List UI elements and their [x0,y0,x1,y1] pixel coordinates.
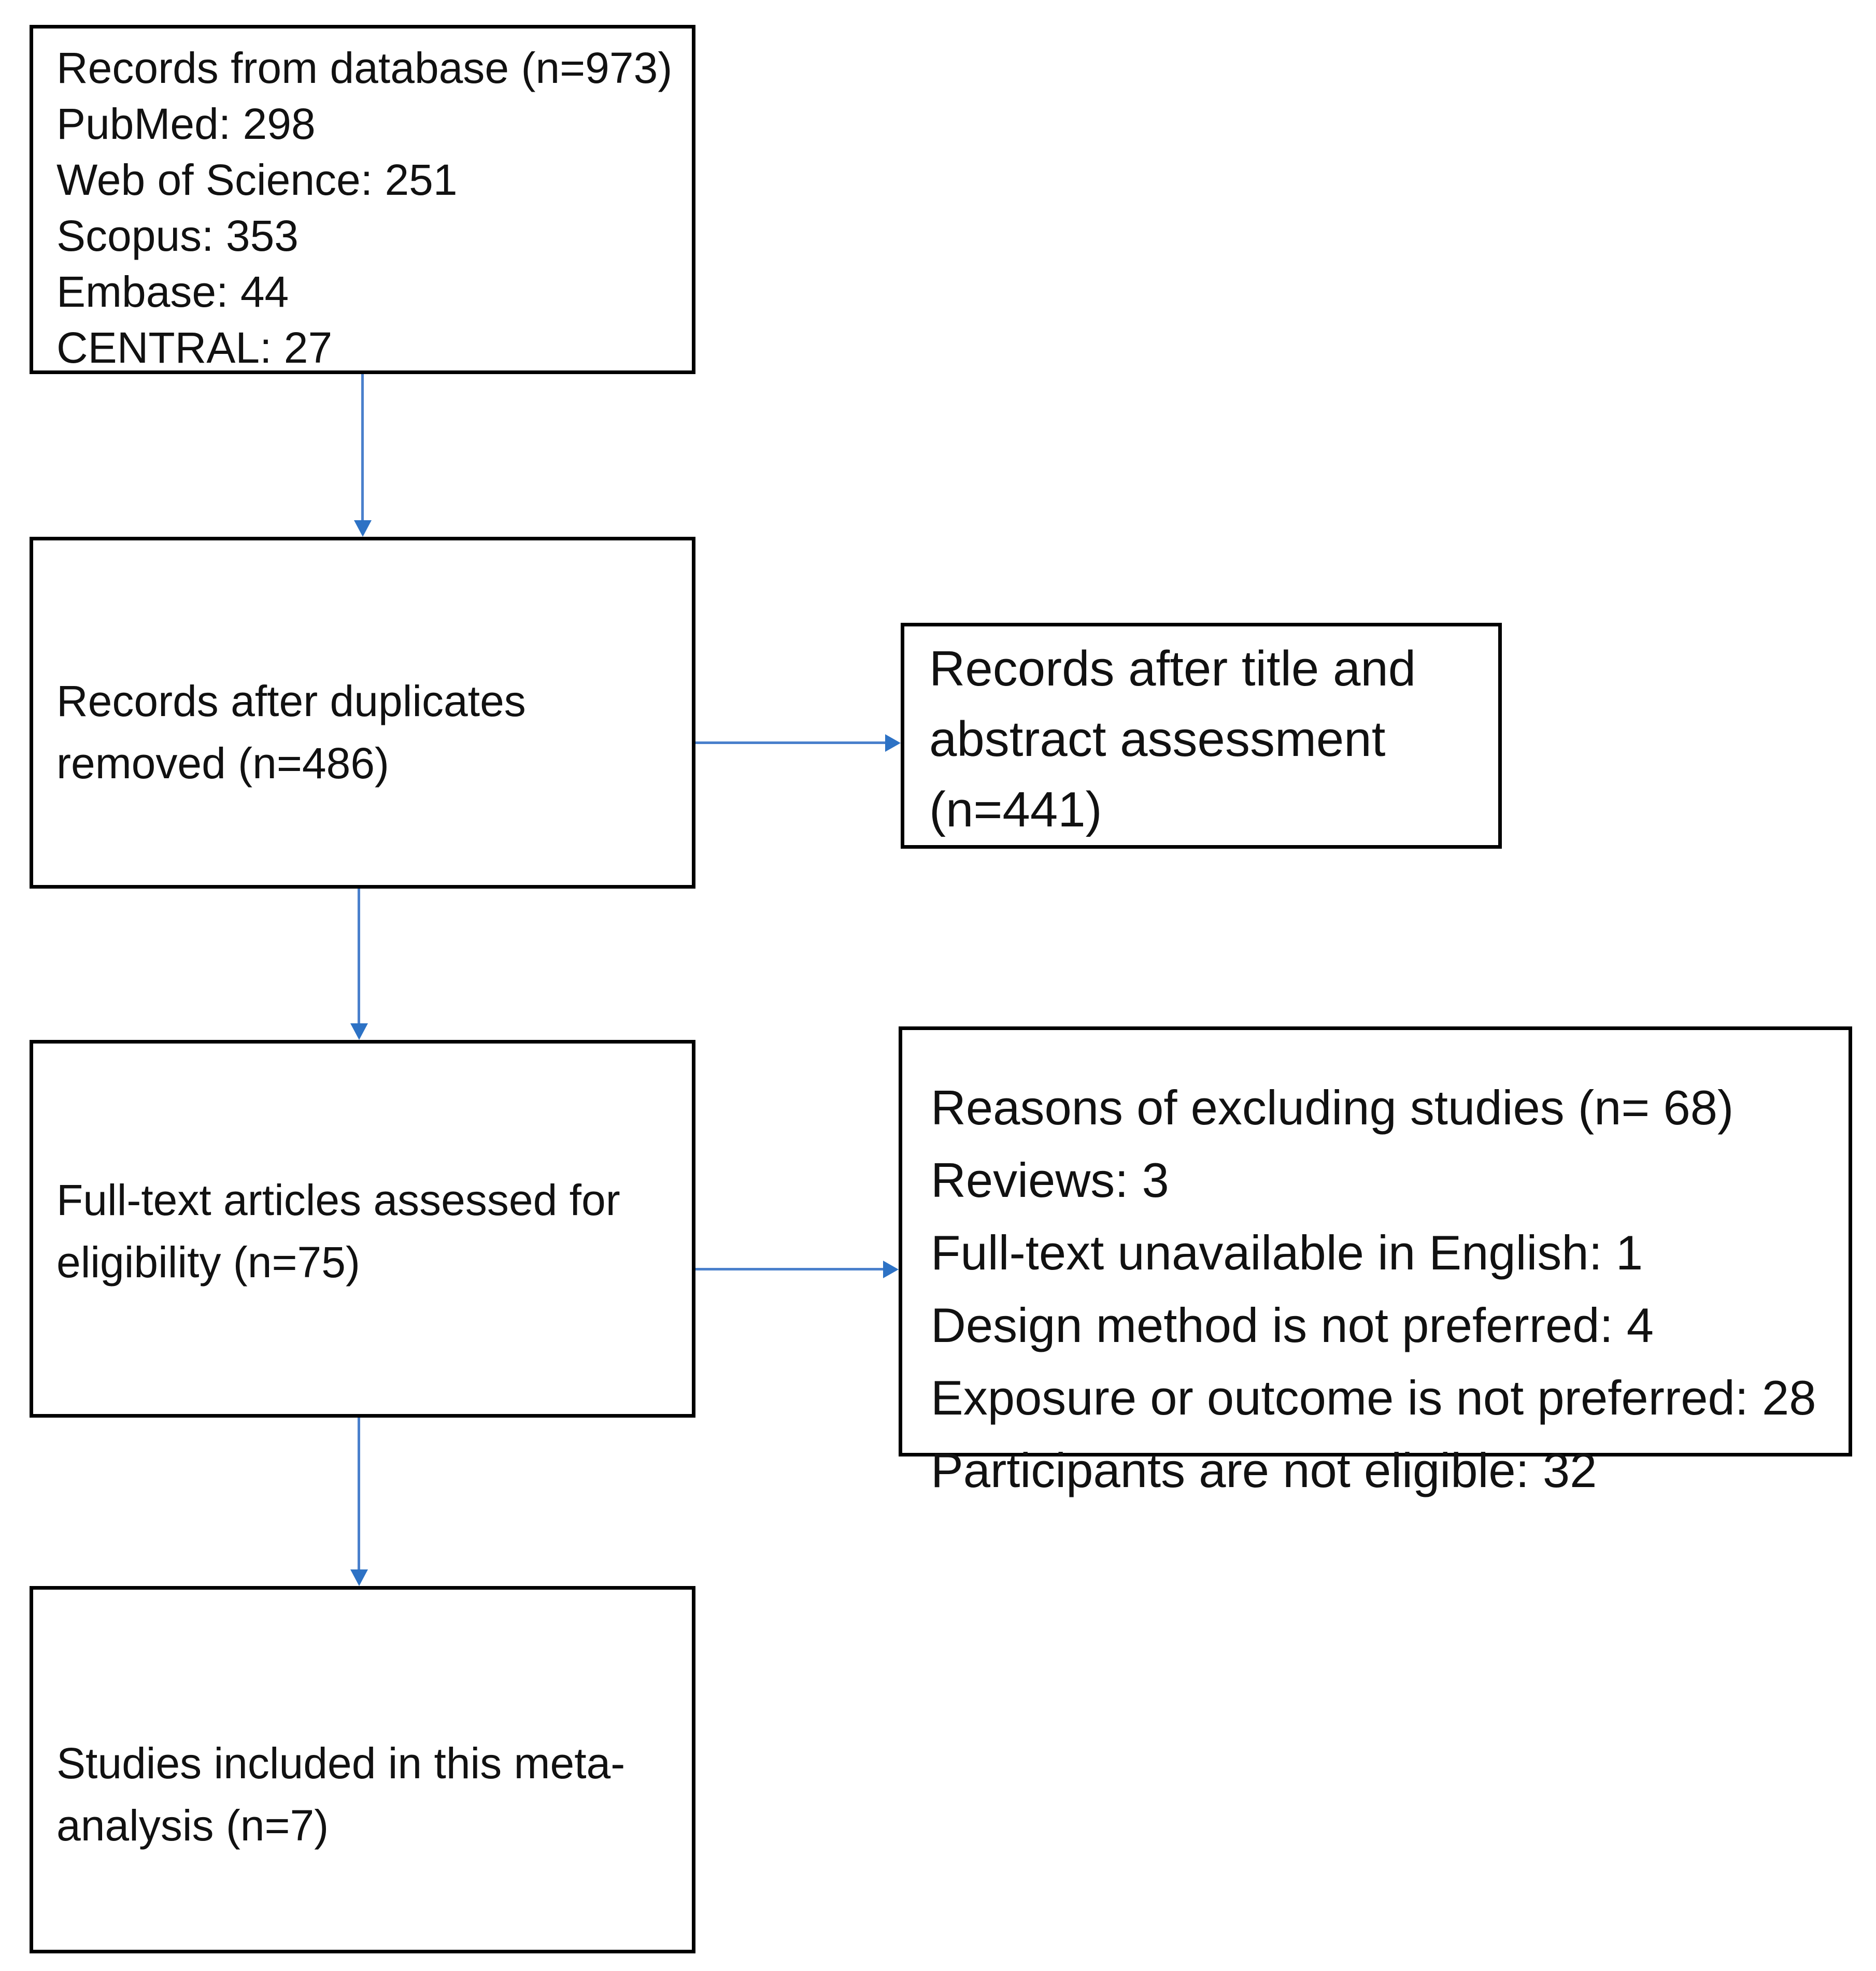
box-full-text-articles-assessed: Full-text articles assessed for eligibil… [30,1040,695,1418]
exclusion-reason-participants: Participants are not eligible: 32 [931,1443,1597,1497]
flow-connector-line [361,374,364,520]
database-count-web-of-science: Web of Science: 251 [56,155,458,204]
exclusion-reason-exposure-outcome: Exposure or outcome is not preferred: 28 [931,1370,1816,1425]
box-title: Records from database (n=973) [56,44,673,92]
exclusion-reason-design-method: Design method is not preferred: 4 [931,1298,1654,1352]
box-text: Records after title and [929,641,1416,696]
database-count-pubmed: PubMed: 298 [56,99,316,148]
box-text: Full-text articles assessed for [56,1176,620,1224]
box-records-after-title-abstract-assessment: Records after title and abstract assessm… [901,623,1502,849]
box-records-from-database: Records from database (n=973) PubMed: 29… [30,25,695,374]
box-reasons-of-excluding-studies: Reasons of excluding studies (n= 68) Rev… [899,1026,1852,1497]
database-count-embase: Embase: 44 [56,267,289,316]
arrow-right-icon [885,734,901,752]
box-text: Studies included in this meta- [56,1739,626,1788]
flow-connector-line [695,741,885,744]
box-text: abstract assessment [929,711,1386,767]
flow-connector-line [358,1418,360,1569]
flow-connector-line [695,1268,883,1270]
box-text: eligibility (n=75) [56,1238,360,1287]
box-text: removed (n=486) [56,739,390,788]
box-text: Records after duplicates [56,677,526,725]
arrow-down-icon [354,520,372,537]
box-title: Reasons of excluding studies (n= 68) [931,1080,1734,1135]
database-count-central: CENTRAL: 27 [56,323,333,372]
box-studies-included-meta-analysis: Studies included in this meta- analysis … [30,1586,695,1953]
database-count-scopus: Scopus: 353 [56,211,299,260]
flow-connector-line [358,889,360,1023]
arrow-down-icon [350,1569,368,1586]
box-text: analysis (n=7) [56,1801,329,1850]
arrow-down-icon [350,1023,368,1040]
arrow-right-icon [883,1261,899,1278]
box-records-after-duplicates-removed: Records after duplicates removed (n=486) [30,537,695,889]
box-text: (n=441) [929,782,1102,837]
exclusion-reason-no-english: Full-text unavailable in English: 1 [931,1225,1643,1280]
exclusion-reason-reviews: Reviews: 3 [931,1153,1169,1207]
